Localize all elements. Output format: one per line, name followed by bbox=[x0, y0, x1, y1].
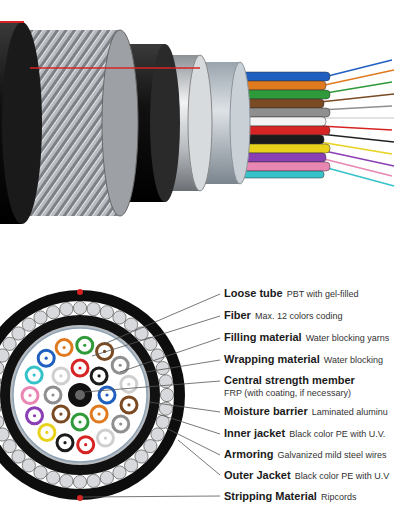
part-spec: Galvanized mild steel wires bbox=[278, 450, 387, 460]
part-name: Outer Jacket bbox=[224, 469, 291, 482]
part-name: Loose tube bbox=[224, 287, 283, 300]
part-name: Central strength member bbox=[224, 374, 355, 387]
part-name: Moisture barrier bbox=[224, 405, 308, 418]
part-spec: Black color PE with U.V bbox=[295, 471, 390, 481]
part-name: Fiber bbox=[224, 309, 251, 322]
part-name: Armoring bbox=[224, 448, 274, 461]
part-spec: Max. 12 colors coding bbox=[255, 311, 343, 321]
part-name: Stripping Material bbox=[224, 490, 317, 503]
part-name: Wrapping material bbox=[224, 353, 320, 366]
part-spec: FRP (with coating, if necessary) bbox=[224, 388, 351, 398]
part-spec: Ripcords bbox=[321, 492, 357, 502]
part-spec: Water blocking bbox=[324, 355, 383, 365]
part-spec: Laminated aluminu bbox=[312, 407, 388, 417]
part-spec: Water blocking yarns bbox=[306, 333, 390, 343]
part-name: Filling material bbox=[224, 331, 302, 344]
part-name: Inner jacket bbox=[224, 427, 285, 440]
leader-lines bbox=[82, 294, 220, 497]
part-spec: Black color PE with U.V. bbox=[289, 429, 385, 439]
part-spec: PBT with gel-filled bbox=[287, 289, 359, 299]
